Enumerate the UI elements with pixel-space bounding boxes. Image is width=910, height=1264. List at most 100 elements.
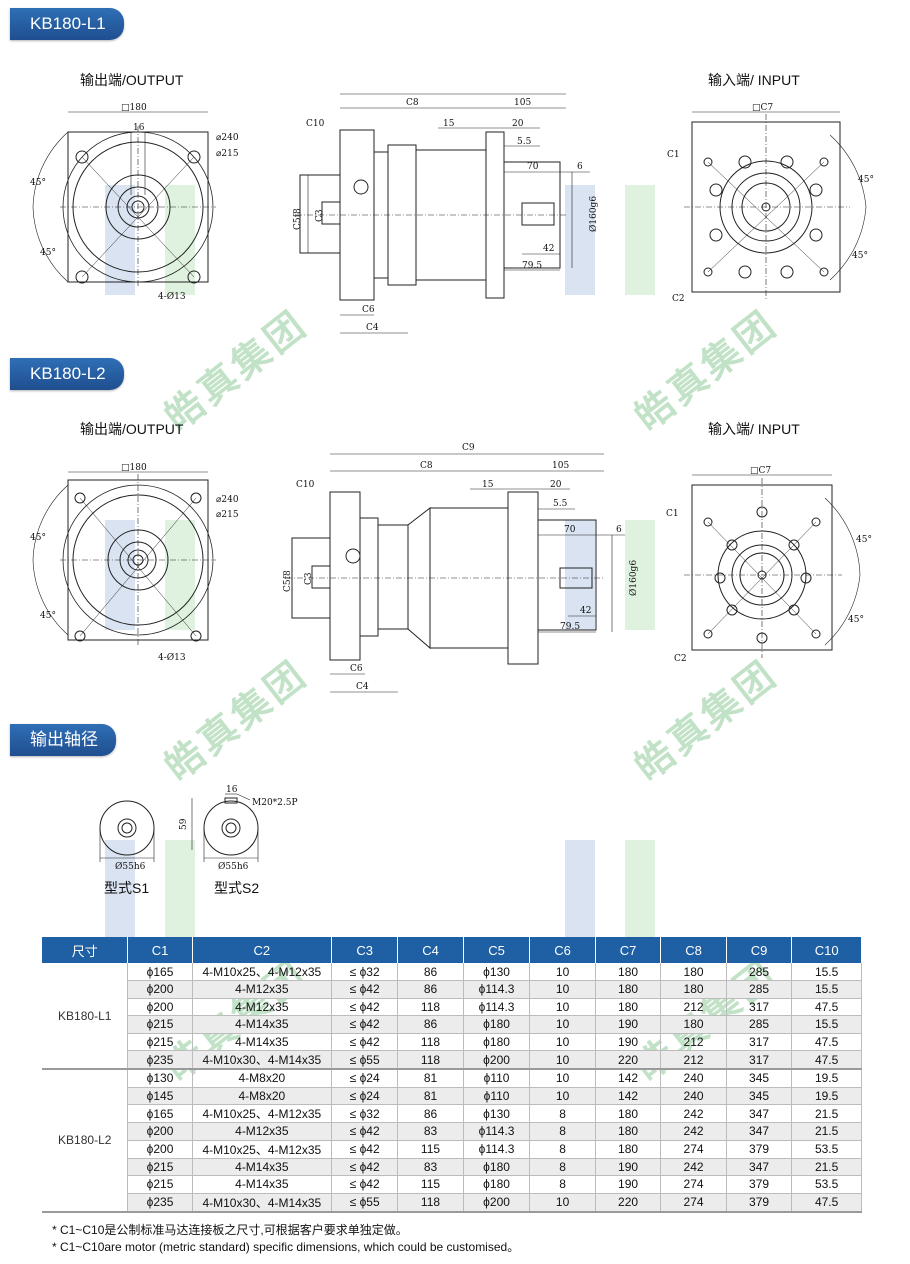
- table-cell: 285: [726, 963, 793, 981]
- dim-angle: 45°: [40, 611, 56, 621]
- table-header-cell: C4: [397, 937, 464, 963]
- dim-angle: 45°: [848, 615, 864, 625]
- table-header-cell: 尺寸: [42, 937, 129, 963]
- table-cell: 81: [397, 1069, 464, 1088]
- table-header-cell: C6: [529, 937, 596, 963]
- table-cell: 10: [529, 1015, 596, 1034]
- table-cell: 86: [397, 1104, 464, 1123]
- dim-c6: C6: [362, 305, 375, 315]
- table-cell: 83: [397, 1122, 464, 1141]
- dim-105: 105: [552, 461, 569, 471]
- table-cell: ϕ114.3: [463, 1122, 531, 1141]
- dim-c5: C5f8: [283, 570, 293, 592]
- table-cell: 242: [660, 1122, 727, 1141]
- table-cell: 180: [595, 1122, 662, 1141]
- table-cell: 47.5: [791, 998, 862, 1016]
- table-cell: 4-M10x25、4-M12x35: [192, 1140, 333, 1159]
- table-cell: 142: [595, 1087, 662, 1105]
- table-cell: 180: [595, 998, 662, 1016]
- table-cell: 212: [660, 1033, 727, 1051]
- table-header-cell: C8: [660, 937, 727, 963]
- table-header-cell: C9: [726, 937, 793, 963]
- table-cell: 10: [529, 1087, 596, 1105]
- dim-79-5: 79.5: [560, 622, 580, 632]
- table-cell: ≤ ϕ42: [331, 1175, 399, 1194]
- table-cell: 21.5: [791, 1104, 862, 1123]
- section-tag-l2: KB180-L2: [10, 358, 124, 390]
- input-label: 输入端/ INPUT: [708, 421, 800, 437]
- table-cell: ≤ ϕ32: [331, 1104, 399, 1123]
- table-cell: 212: [660, 1050, 727, 1070]
- dim-angle: 45°: [30, 178, 46, 188]
- table-cell: ϕ200: [463, 1193, 531, 1213]
- table-cell: 190: [595, 1175, 662, 1194]
- dim-c9: C9: [462, 443, 475, 453]
- table-cell: 53.5: [791, 1175, 862, 1194]
- table-cell: 19.5: [791, 1087, 862, 1105]
- dim-215: ⌀215: [216, 149, 239, 159]
- table-cell: 4-M12x35: [192, 1122, 333, 1141]
- dim-angle: 45°: [40, 248, 56, 258]
- table-cell: ϕ110: [463, 1087, 531, 1105]
- table-cell: 4-M14x35: [192, 1015, 333, 1034]
- drawing-l1: □180 16 ⌀240 ⌀215 4-Ø13 45° 45° C9 C8 10…: [30, 90, 874, 334]
- table-cell: 317: [726, 1033, 793, 1051]
- table-cell: ϕ200: [463, 1050, 531, 1070]
- table-cell: ϕ215: [127, 1033, 193, 1051]
- table-cell: 142: [595, 1069, 662, 1088]
- dim-20: 20: [512, 119, 524, 129]
- table-cell: 10: [529, 963, 596, 981]
- dim-240: ⌀240: [216, 495, 239, 505]
- dim-c1: C1: [666, 509, 679, 519]
- type-s1-label: 型式S1: [104, 880, 150, 896]
- table-cell: 180: [660, 963, 727, 981]
- dim-c2: C2: [674, 654, 687, 664]
- dim-42: 42: [543, 244, 554, 254]
- table-cell: 86: [397, 1015, 464, 1034]
- table-cell: 4-M10x30、4-M14x35: [192, 1050, 333, 1070]
- table-cell: 118: [397, 1033, 464, 1051]
- table-cell: ≤ ϕ42: [331, 1140, 399, 1159]
- table-cell: ϕ114.3: [463, 998, 531, 1016]
- table-cell: 21.5: [791, 1158, 862, 1176]
- table-cell: ≤ ϕ42: [331, 1158, 399, 1176]
- table-cell: 86: [397, 963, 464, 981]
- table-cell: 10: [529, 1069, 596, 1088]
- type-s2-label: 型式S2: [214, 880, 260, 896]
- dim-thread: M20*2.5P: [252, 798, 298, 808]
- dim-6: 6: [577, 162, 583, 172]
- dim-c2: C2: [672, 294, 685, 304]
- table-cell: 21.5: [791, 1122, 862, 1141]
- dim-c8: C8: [406, 98, 419, 108]
- table-header-cell: C3: [331, 937, 399, 963]
- table-cell: 347: [726, 1122, 793, 1141]
- table-cell: ≤ ϕ42: [331, 1015, 399, 1034]
- table-cell: 274: [660, 1193, 727, 1213]
- table-cell: ϕ130: [463, 963, 531, 981]
- table-cell: 19.5: [791, 1069, 862, 1088]
- dim-angle: 45°: [858, 175, 874, 185]
- table-cell: 212: [660, 998, 727, 1016]
- shaft-drawings: Ø55h6 Ø55h6 59 16 M20*2.5P: [99, 785, 298, 872]
- table-cell: 8: [529, 1175, 596, 1194]
- table-cell: 10: [529, 980, 596, 999]
- table-cell: 274: [660, 1140, 727, 1159]
- dim-79-5: 79.5: [522, 261, 542, 271]
- table-cell: ϕ165: [127, 1104, 193, 1123]
- table-cell: ϕ215: [127, 1158, 193, 1176]
- table-header-cell: C1: [127, 937, 193, 963]
- table-cell: ≤ ϕ32: [331, 963, 399, 981]
- table-cell: 345: [726, 1087, 793, 1105]
- table-cell: 118: [397, 998, 464, 1016]
- model-cell: KB180-L1: [42, 963, 129, 1070]
- table-cell: ≤ ϕ42: [331, 1122, 399, 1141]
- dim-160: Ø160g6: [588, 196, 599, 232]
- dim-angle: 45°: [852, 251, 868, 261]
- table-cell: 47.5: [791, 1050, 862, 1070]
- dim-15: 15: [482, 480, 494, 490]
